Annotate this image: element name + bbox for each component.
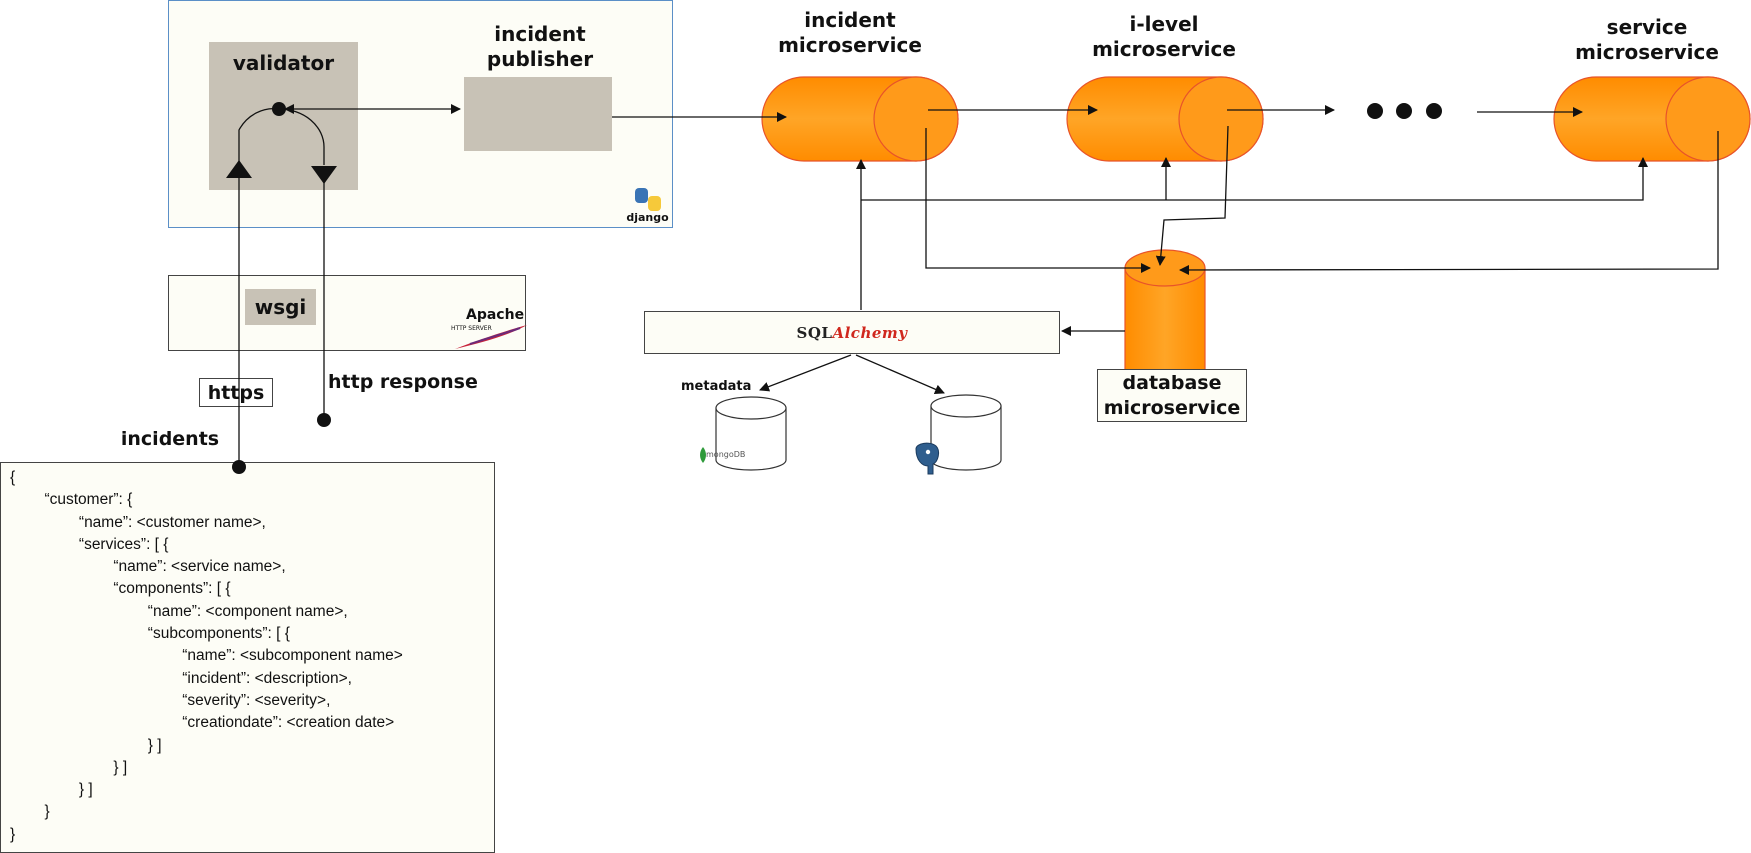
metadata-bus-to-service <box>861 157 1648 201</box>
json-line: “name”: <component name>, <box>10 602 348 620</box>
database-microservice-label: database microservice <box>1097 369 1247 422</box>
sqlalchemy-to-mongodb-arrow <box>759 354 852 392</box>
apache-feather-icon <box>455 325 527 349</box>
incident-to-database-arrow <box>925 128 1151 273</box>
https-up-arrowhead <box>226 160 252 178</box>
sqlalchemy-to-postgresql-arrow <box>855 354 945 395</box>
sqlalchemy-logo-part1: SQL <box>796 323 833 342</box>
python-logo-icon <box>635 188 661 211</box>
incident-publisher-label: incident publisher <box>486 22 594 71</box>
http-response-label: http response <box>328 371 478 393</box>
incident-microservice-label: incident microservice <box>778 8 922 57</box>
json-line: } ] <box>10 781 93 799</box>
https-request-arc <box>238 108 280 175</box>
http-response-dot <box>317 413 331 427</box>
json-line: } <box>10 803 50 821</box>
incidents-input-dot <box>232 460 246 474</box>
ellipsis-dot-2 <box>1396 103 1412 119</box>
json-line: “services”: [ { <box>10 535 169 553</box>
ellipsis-dot-1 <box>1367 103 1383 119</box>
ilevel-to-database-arrow <box>1155 125 1229 266</box>
apache-label: Apache <box>466 307 525 323</box>
sqlalchemy-logo-part2: Alchemy <box>832 323 908 342</box>
json-line: “subcomponents”: [ { <box>10 625 290 643</box>
json-line: “creationdate”: <creation date> <box>10 714 395 732</box>
json-line: “name”: <service name>, <box>10 558 286 576</box>
json-line: } ] <box>10 758 128 776</box>
wsgi-box: wsgi <box>245 289 316 325</box>
response-arc <box>278 108 325 165</box>
https-label: https <box>199 378 273 407</box>
incident-publisher-box <box>464 77 612 151</box>
apache-subtitle: HTTP SERVER <box>451 325 492 332</box>
database-microservice-text: database microservice <box>1103 372 1241 419</box>
json-line: } <box>10 825 16 843</box>
validator-box <box>209 42 358 190</box>
json-line: “incident”: <description>, <box>10 669 352 687</box>
i-level-microservice-cylinder <box>1066 76 1264 162</box>
json-line: “components”: [ { <box>10 580 231 598</box>
incident-json-payload: { “customer”: { “name”: <customer name>,… <box>0 462 495 853</box>
postgresql-elephant-icon <box>915 442 940 475</box>
database-microservice-cylinder <box>1124 249 1206 379</box>
json-line: “customer”: { <box>10 491 133 509</box>
i-level-microservice-label: i-level microservice <box>1092 12 1236 61</box>
response-down-arrowhead <box>311 166 337 184</box>
json-line: { <box>10 469 16 486</box>
service-to-database-arrow <box>1179 131 1719 275</box>
incident-microservice-cylinder <box>761 76 959 162</box>
validator-label: validator <box>232 51 335 75</box>
metadata-label: metadata <box>681 379 752 394</box>
service-microservice-label: service microservice <box>1575 15 1719 64</box>
ellipsis-dot-3 <box>1426 103 1442 119</box>
service-microservice-cylinder <box>1553 76 1751 162</box>
mongodb-label: mongoDB <box>706 450 746 459</box>
json-line: “name”: <subcomponent name> <box>10 647 403 665</box>
json-line: “severity”: <severity>, <box>10 691 331 709</box>
apache-server-box <box>168 275 526 351</box>
incidents-label: incidents <box>120 428 220 450</box>
mongodb-leaf-icon <box>700 447 706 463</box>
django-label: django <box>626 211 669 224</box>
json-line: “name”: <customer name>, <box>10 513 266 531</box>
validator-junction-dot <box>272 102 286 116</box>
mongodb-cylinder <box>715 396 787 471</box>
json-line: } ] <box>10 736 162 754</box>
